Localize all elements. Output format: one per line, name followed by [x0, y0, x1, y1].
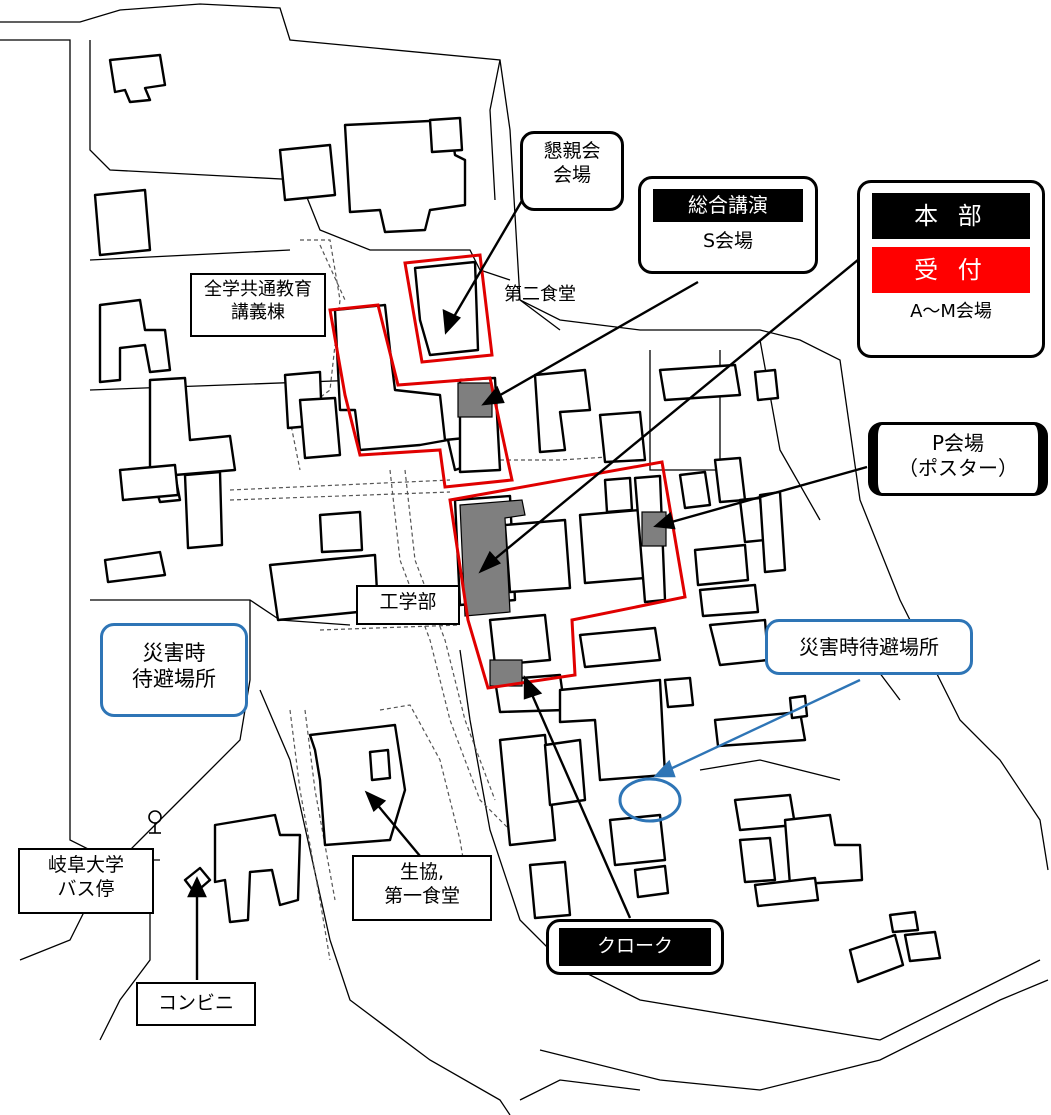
venue-outlines — [328, 253, 687, 690]
label-seikyo: 生協, 第一食堂 — [352, 855, 492, 921]
bus-stop-icon — [148, 810, 162, 834]
label-p-kaijo: P会場 （ポスター） — [868, 422, 1048, 496]
label-zengaku: 全学共通教育 講義棟 — [190, 273, 326, 337]
buildings — [93, 53, 942, 984]
evacuation-area — [618, 777, 682, 823]
honbu-title: 本 部 — [872, 193, 1030, 239]
arrows — [187, 174, 871, 980]
cloak-title: クローク — [559, 928, 711, 966]
sogo-sub: S会場 — [702, 230, 754, 252]
label-sogo-koen: 総合講演 S会場 — [638, 176, 818, 274]
label-daini-shokudo: 第二食堂 — [504, 284, 576, 305]
sogo-title: 総合講演 — [653, 189, 803, 222]
label-konshinkai: 懇親会 会場 — [520, 131, 624, 211]
uketsuke-title: 受 付 — [872, 247, 1030, 293]
label-saigai-left: 災害時 待避場所 — [100, 623, 248, 717]
label-honbu-uketsuke: 本 部 受 付 A～M会場 — [857, 180, 1045, 358]
am-venue: A～M会場 — [910, 301, 992, 322]
label-saigai-right: 災害時待避場所 — [765, 619, 973, 675]
label-konbini: コンビニ — [136, 982, 256, 1026]
label-kogakubu: 工学部 — [356, 585, 460, 625]
evac-arrow — [653, 678, 861, 778]
label-cloak: クローク — [546, 919, 724, 975]
label-bus-stop: 岐阜大学 バス停 — [18, 848, 154, 914]
